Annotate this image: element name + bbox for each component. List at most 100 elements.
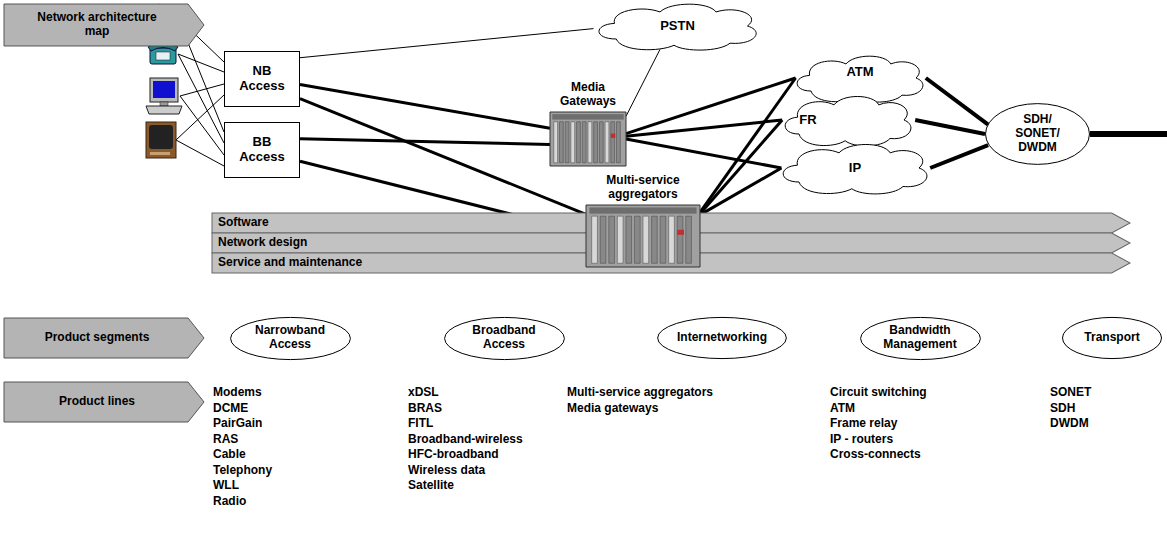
product-line: PairGain (213, 416, 262, 431)
icon-link (176, 140, 224, 166)
segment-ellipse: Broadband Access (444, 317, 565, 360)
rack-slot (669, 216, 675, 263)
connector (930, 145, 988, 168)
equip-outline (586, 205, 700, 267)
connector (626, 49, 660, 116)
rack-slot (599, 122, 603, 163)
text-block: ATM (846, 65, 873, 80)
icon-link (178, 54, 224, 143)
node-text: Service and maintenance (218, 256, 362, 270)
node-text: Transport (1084, 331, 1139, 345)
section-chevron: Network architecture map (4, 4, 204, 46)
text-block: BB Access (231, 135, 293, 165)
node-text: Broadband Access (462, 324, 547, 352)
band-shape (212, 233, 1130, 253)
ellipse-shape (444, 317, 564, 359)
text-block: Network design (218, 236, 307, 250)
ellipse-shape (230, 317, 350, 359)
node-text: SDH/ SONET/ DWDM (1010, 113, 1065, 154)
node-text: Network architecture map (30, 11, 165, 39)
text-block: Internetworking (677, 331, 767, 345)
connector (926, 78, 988, 125)
node-text: BB Access (231, 135, 293, 165)
cloud-shape (783, 144, 927, 193)
chevron-shape (4, 4, 204, 46)
rack-slot (634, 216, 640, 263)
rack-slot (605, 122, 609, 163)
network-cloud: FR (778, 92, 918, 148)
computer-icon (146, 78, 182, 114)
connector (626, 78, 796, 134)
product-line: Satellite (408, 478, 454, 493)
rack-slot (652, 216, 658, 263)
trunk-line (1090, 131, 1167, 137)
rack-slot (571, 122, 575, 163)
rack-slot (686, 216, 692, 263)
product-line: HFC-broadband (408, 447, 499, 462)
rack-slot (582, 122, 586, 163)
text-block: Broadband Access (462, 324, 547, 352)
product-line: Broadband-wireless (408, 432, 523, 447)
text-block: SDH/ SONET/ DWDM (1010, 113, 1065, 154)
access-box: BB Access (224, 122, 300, 178)
rack-slot (643, 216, 649, 263)
rack-body (550, 112, 626, 166)
product-line: DWDM (1050, 416, 1089, 431)
rack-slot (565, 122, 569, 163)
icon-link (178, 54, 224, 72)
text-block: NB Access (231, 64, 293, 94)
rack-led (677, 230, 684, 235)
access-box: NB Access (224, 51, 300, 107)
cloud-shape (599, 4, 756, 50)
section-chevron: Product segments (4, 318, 204, 358)
product-line: Media gateways (567, 401, 658, 416)
product-line: RAS (213, 432, 238, 447)
connector (700, 120, 782, 214)
ellipse-shape (658, 317, 787, 358)
product-line: Wireless data (408, 463, 485, 478)
text-block: Network architecture map (30, 11, 165, 39)
text-block: Service and maintenance (218, 256, 362, 270)
product-line: xDSL (408, 385, 439, 400)
node-text: Software (218, 216, 269, 230)
rack-slot (588, 122, 592, 163)
rack-slot (594, 122, 598, 163)
segment-ellipse: Internetworking (657, 317, 787, 359)
segment-ellipse: Transport (1062, 317, 1162, 359)
product-line: SONET (1050, 385, 1091, 400)
node-text: Network design (218, 236, 307, 250)
product-line: Frame relay (830, 416, 897, 431)
product-line: Radio (213, 494, 246, 509)
node-text: FR (799, 113, 816, 128)
chevron-shape (4, 318, 204, 358)
node-text: Narrowband Access (248, 324, 333, 352)
ellipse-shape (986, 104, 1090, 165)
text-block: FR (799, 113, 816, 128)
rack-slot (660, 216, 666, 263)
node-text: NB Access (231, 64, 293, 94)
text-block: Media Gateways (553, 81, 623, 109)
rack-slot (554, 122, 558, 163)
product-line: Modems (213, 385, 262, 400)
connector (915, 120, 985, 134)
equipment-image: Media Gateways (550, 112, 626, 166)
television-icon (146, 122, 176, 158)
connector (626, 139, 781, 168)
text-block: Multi-service aggregators (596, 174, 691, 202)
node-text: Product segments (45, 331, 150, 345)
rack-slot (677, 216, 683, 263)
product-line: Telephony (213, 463, 272, 478)
product-line: Cable (213, 447, 246, 462)
node-text: Media Gateways (553, 81, 623, 109)
node-text: Internetworking (677, 331, 767, 345)
connector (300, 85, 550, 129)
band-shape (212, 213, 1130, 233)
product-line: IP - routers (830, 432, 893, 447)
rack-top (589, 207, 696, 213)
node-text: Bandwidth Management (878, 324, 963, 352)
connector (700, 168, 781, 215)
segment-ellipse: Bandwidth Management (860, 317, 981, 360)
rack-slot (617, 122, 621, 163)
network-cloud: IP (775, 140, 935, 196)
text-block: PSTN (660, 19, 695, 34)
